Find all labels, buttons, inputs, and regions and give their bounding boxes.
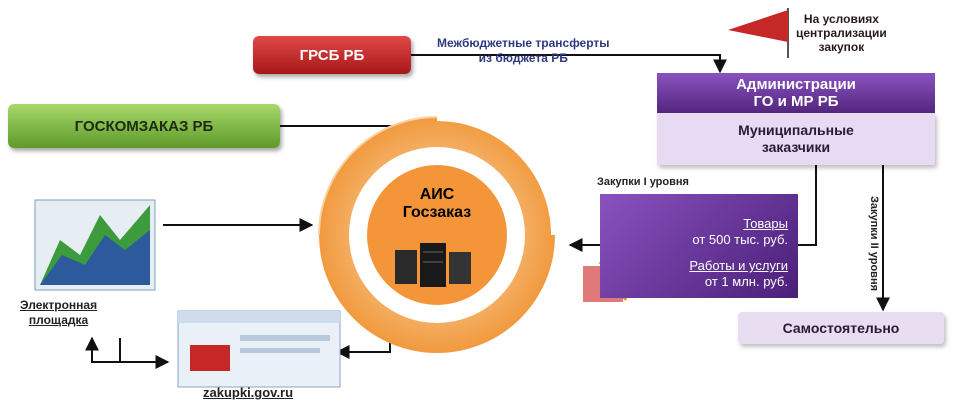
- purchases-level-1-label: Закупки I уровня: [597, 176, 689, 188]
- stock-chart-icon: [34, 199, 156, 291]
- website-screenshot-icon: [177, 310, 341, 388]
- ais-cycle-ring: [318, 113, 559, 353]
- independently-box: Самостоятельно: [738, 312, 944, 344]
- grsb-rb-box: ГРСБ РБ: [253, 36, 411, 74]
- works-link[interactable]: Работы и услуги: [689, 258, 788, 273]
- flag-icon: [728, 8, 789, 58]
- goods-works-box: Товары от 500 тыс. руб. Работы и услуги …: [600, 194, 798, 298]
- goskomzakaz-rb-box: ГОСКОМЗАКАЗ РБ: [8, 104, 280, 148]
- zakupki-gov-link[interactable]: zakupki.gov.ru: [203, 385, 294, 400]
- works-threshold: от 1 млн. руб.: [704, 274, 788, 289]
- server-icon: [395, 243, 471, 287]
- goods-threshold: от 500 тыс. руб.: [692, 232, 788, 247]
- purchases-level-2-label: Закупки II уровня: [868, 196, 880, 292]
- goods-link[interactable]: Товары: [743, 216, 788, 231]
